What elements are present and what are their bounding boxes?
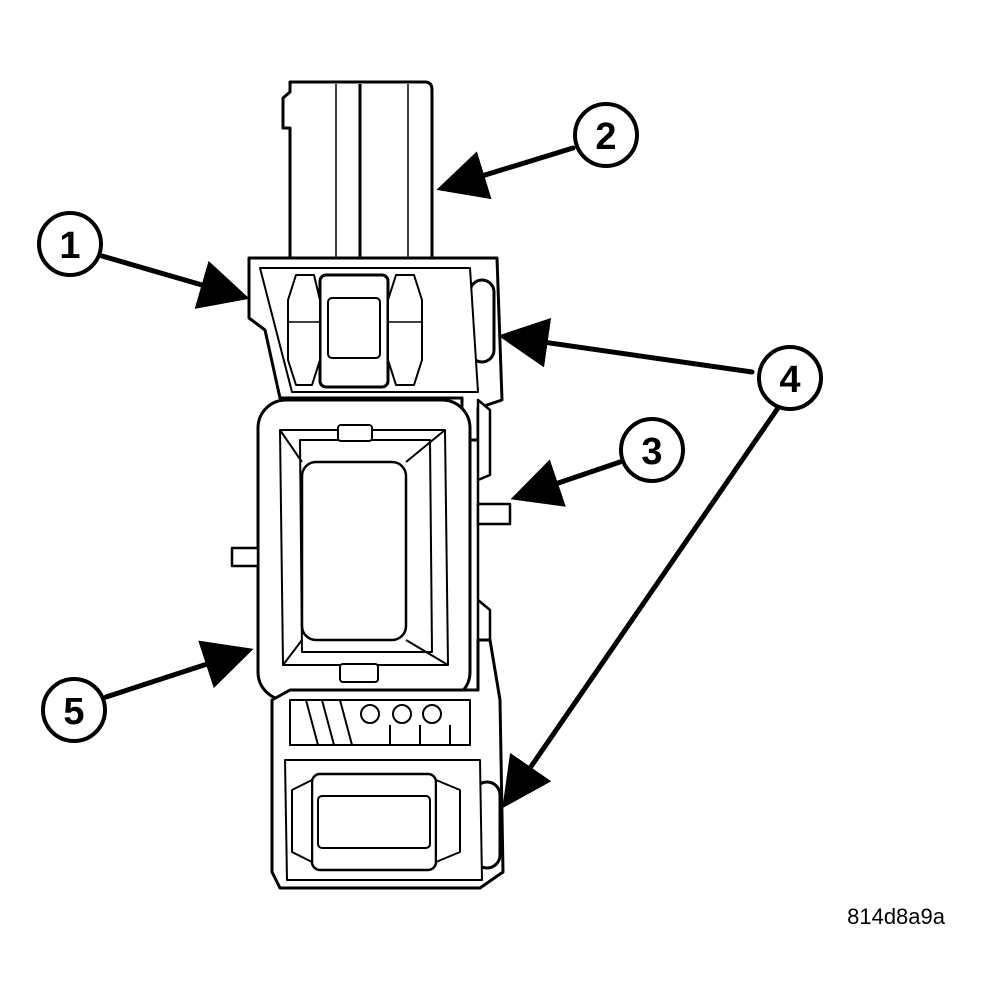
callout-4: 4 (757, 345, 823, 411)
leader-arrow-3 (510, 459, 623, 507)
callout-2: 2 (573, 102, 639, 168)
figure-id: 814d8a9a (847, 904, 946, 929)
lower-mounting-bracket (270, 638, 505, 890)
callout-4-label: 4 (779, 359, 800, 401)
callout-2-label: 2 (595, 116, 616, 158)
callout-1-label: 1 (59, 225, 80, 267)
leader-arrow-2 (436, 145, 576, 200)
connector-shroud (281, 80, 434, 260)
callout-1: 1 (37, 211, 103, 277)
callout-3: 3 (619, 417, 685, 483)
leader-arrow-5 (103, 640, 254, 700)
leader-arrow-1 (99, 253, 250, 309)
leader-arrow-4-lower (502, 405, 781, 809)
sensor-housing (230, 398, 512, 702)
leader-arrow-4-upper (498, 317, 755, 375)
callout-5: 5 (41, 677, 107, 743)
callout-5-label: 5 (63, 691, 84, 733)
callout-3-label: 3 (641, 431, 662, 473)
